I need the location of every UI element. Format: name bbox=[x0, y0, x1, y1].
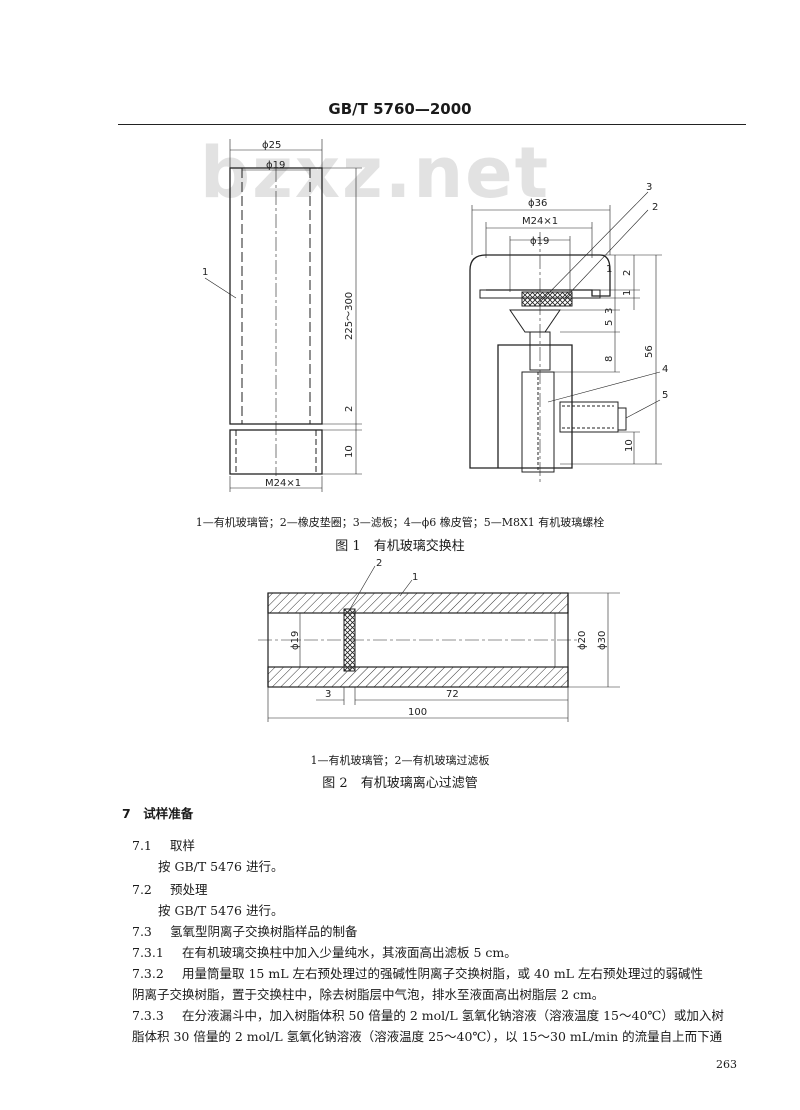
s72-title: 预处理 bbox=[170, 882, 208, 897]
dim-thread: M24×1 bbox=[265, 478, 301, 489]
dim-10: 10 bbox=[624, 439, 635, 452]
s733-line1: 在分液漏斗中，加入树脂体积 50 倍量的 2 mol/L 氢氧化钠溶液（溶液温度… bbox=[182, 1008, 724, 1023]
page-number: 263 bbox=[716, 1058, 737, 1071]
callout-2: 2 bbox=[652, 202, 658, 213]
s71-number: 7.1 bbox=[132, 838, 152, 853]
dim-outer-dia-36: ϕ36 bbox=[528, 198, 547, 209]
dim-5: 5 bbox=[604, 320, 615, 326]
fig2-dim-outer: ϕ30 bbox=[597, 631, 608, 650]
callout-3: 3 bbox=[646, 182, 652, 193]
dim-8: 8 bbox=[604, 356, 615, 362]
s731-number: 7.3.1 bbox=[132, 945, 164, 960]
s733-number: 7.3.3 bbox=[132, 1008, 164, 1023]
s732-line2: 阴离子交换树脂，置于交换柱中，除去树脂层中气泡，排水至液面高出树脂层 2 cm。 bbox=[132, 987, 605, 1002]
fig2-dim-inner-left: ϕ19 bbox=[290, 631, 301, 650]
s731-text: 在有机玻璃交换柱中加入少量纯水，其液面高出滤板 5 cm。 bbox=[182, 945, 517, 960]
dim-56: 56 bbox=[644, 345, 655, 358]
fig2-callout-2: 2 bbox=[376, 558, 382, 569]
s72-text: 按 GB/T 5476 进行。 bbox=[158, 903, 284, 918]
fig2-dim-100: 100 bbox=[408, 707, 427, 718]
figure1-title: 图 1 有机玻璃交换柱 bbox=[335, 539, 465, 554]
fig2-dim-inner-right: ϕ20 bbox=[577, 631, 588, 650]
figure1-legend: 1—有机玻璃管；2—橡皮垫圈；3—滤板；4—ϕ6 橡皮管；5—M8X1 有机玻璃… bbox=[195, 516, 605, 529]
dim-outer-dia: ϕ25 bbox=[262, 140, 281, 151]
s732-line1: 用量筒量取 15 mL 左右预处理过的强碱性阴离子交换树脂，或 40 mL 左右… bbox=[182, 966, 703, 981]
page-header: GB/T 5760—2000 bbox=[328, 100, 472, 118]
figure1-right-assembly bbox=[469, 191, 662, 485]
s732-number: 7.3.2 bbox=[132, 966, 164, 981]
watermark: bzxz.net bbox=[200, 132, 551, 214]
dim-gap: 2 bbox=[344, 406, 355, 412]
dim-inner-dia: ϕ19 bbox=[266, 160, 285, 171]
figure2-tube bbox=[258, 565, 620, 722]
dim-3: 3 bbox=[604, 308, 615, 314]
s71-title: 取样 bbox=[170, 838, 196, 853]
callout-5: 5 bbox=[662, 390, 668, 401]
callout-4: 4 bbox=[662, 364, 668, 375]
figure2-legend: 1—有机玻璃管；2—有机玻璃过滤板 bbox=[310, 754, 490, 767]
s73-number: 7.3 bbox=[132, 924, 152, 939]
figure1-left-labels: ϕ25 ϕ19 1 M24×1 225～300 2 10 bbox=[202, 140, 355, 489]
figure2-labels: 2 1 ϕ19 ϕ20 ϕ30 3 72 100 bbox=[290, 558, 608, 718]
s733-line2: 脂体积 30 倍量的 2 mol/L 氢氧化钠溶液（溶液温度 25～40℃），以… bbox=[132, 1029, 723, 1044]
section-heading: 7 试样准备 bbox=[122, 806, 194, 821]
dim-thread-len: 10 bbox=[344, 445, 355, 458]
callout-1r: 1 bbox=[606, 264, 612, 275]
figure1-right-labels: ϕ36 M24×1 ϕ19 3 2 1 4 5 2 1 3 5 8 56 10 bbox=[522, 182, 668, 452]
s72-number: 7.2 bbox=[132, 882, 152, 897]
fig2-dim-3: 3 bbox=[325, 689, 331, 700]
s71-text: 按 GB/T 5476 进行。 bbox=[158, 859, 284, 874]
dim-inner-dia-19: ϕ19 bbox=[530, 236, 549, 247]
fig2-callout-1: 1 bbox=[412, 572, 418, 583]
dim-thread-m24: M24×1 bbox=[522, 216, 558, 227]
dim-length: 225～300 bbox=[344, 292, 355, 340]
callout-1: 1 bbox=[202, 267, 208, 278]
s73-title: 氢氧型阴离子交换树脂样品的制备 bbox=[170, 924, 358, 939]
header-rule bbox=[118, 124, 746, 125]
dim-2: 2 bbox=[622, 270, 633, 276]
fig2-dim-72: 72 bbox=[446, 689, 459, 700]
figure2-title: 图 2 有机玻璃离心过滤管 bbox=[322, 776, 478, 791]
dim-1: 1 bbox=[622, 290, 633, 296]
figure1-left-column bbox=[204, 139, 362, 492]
